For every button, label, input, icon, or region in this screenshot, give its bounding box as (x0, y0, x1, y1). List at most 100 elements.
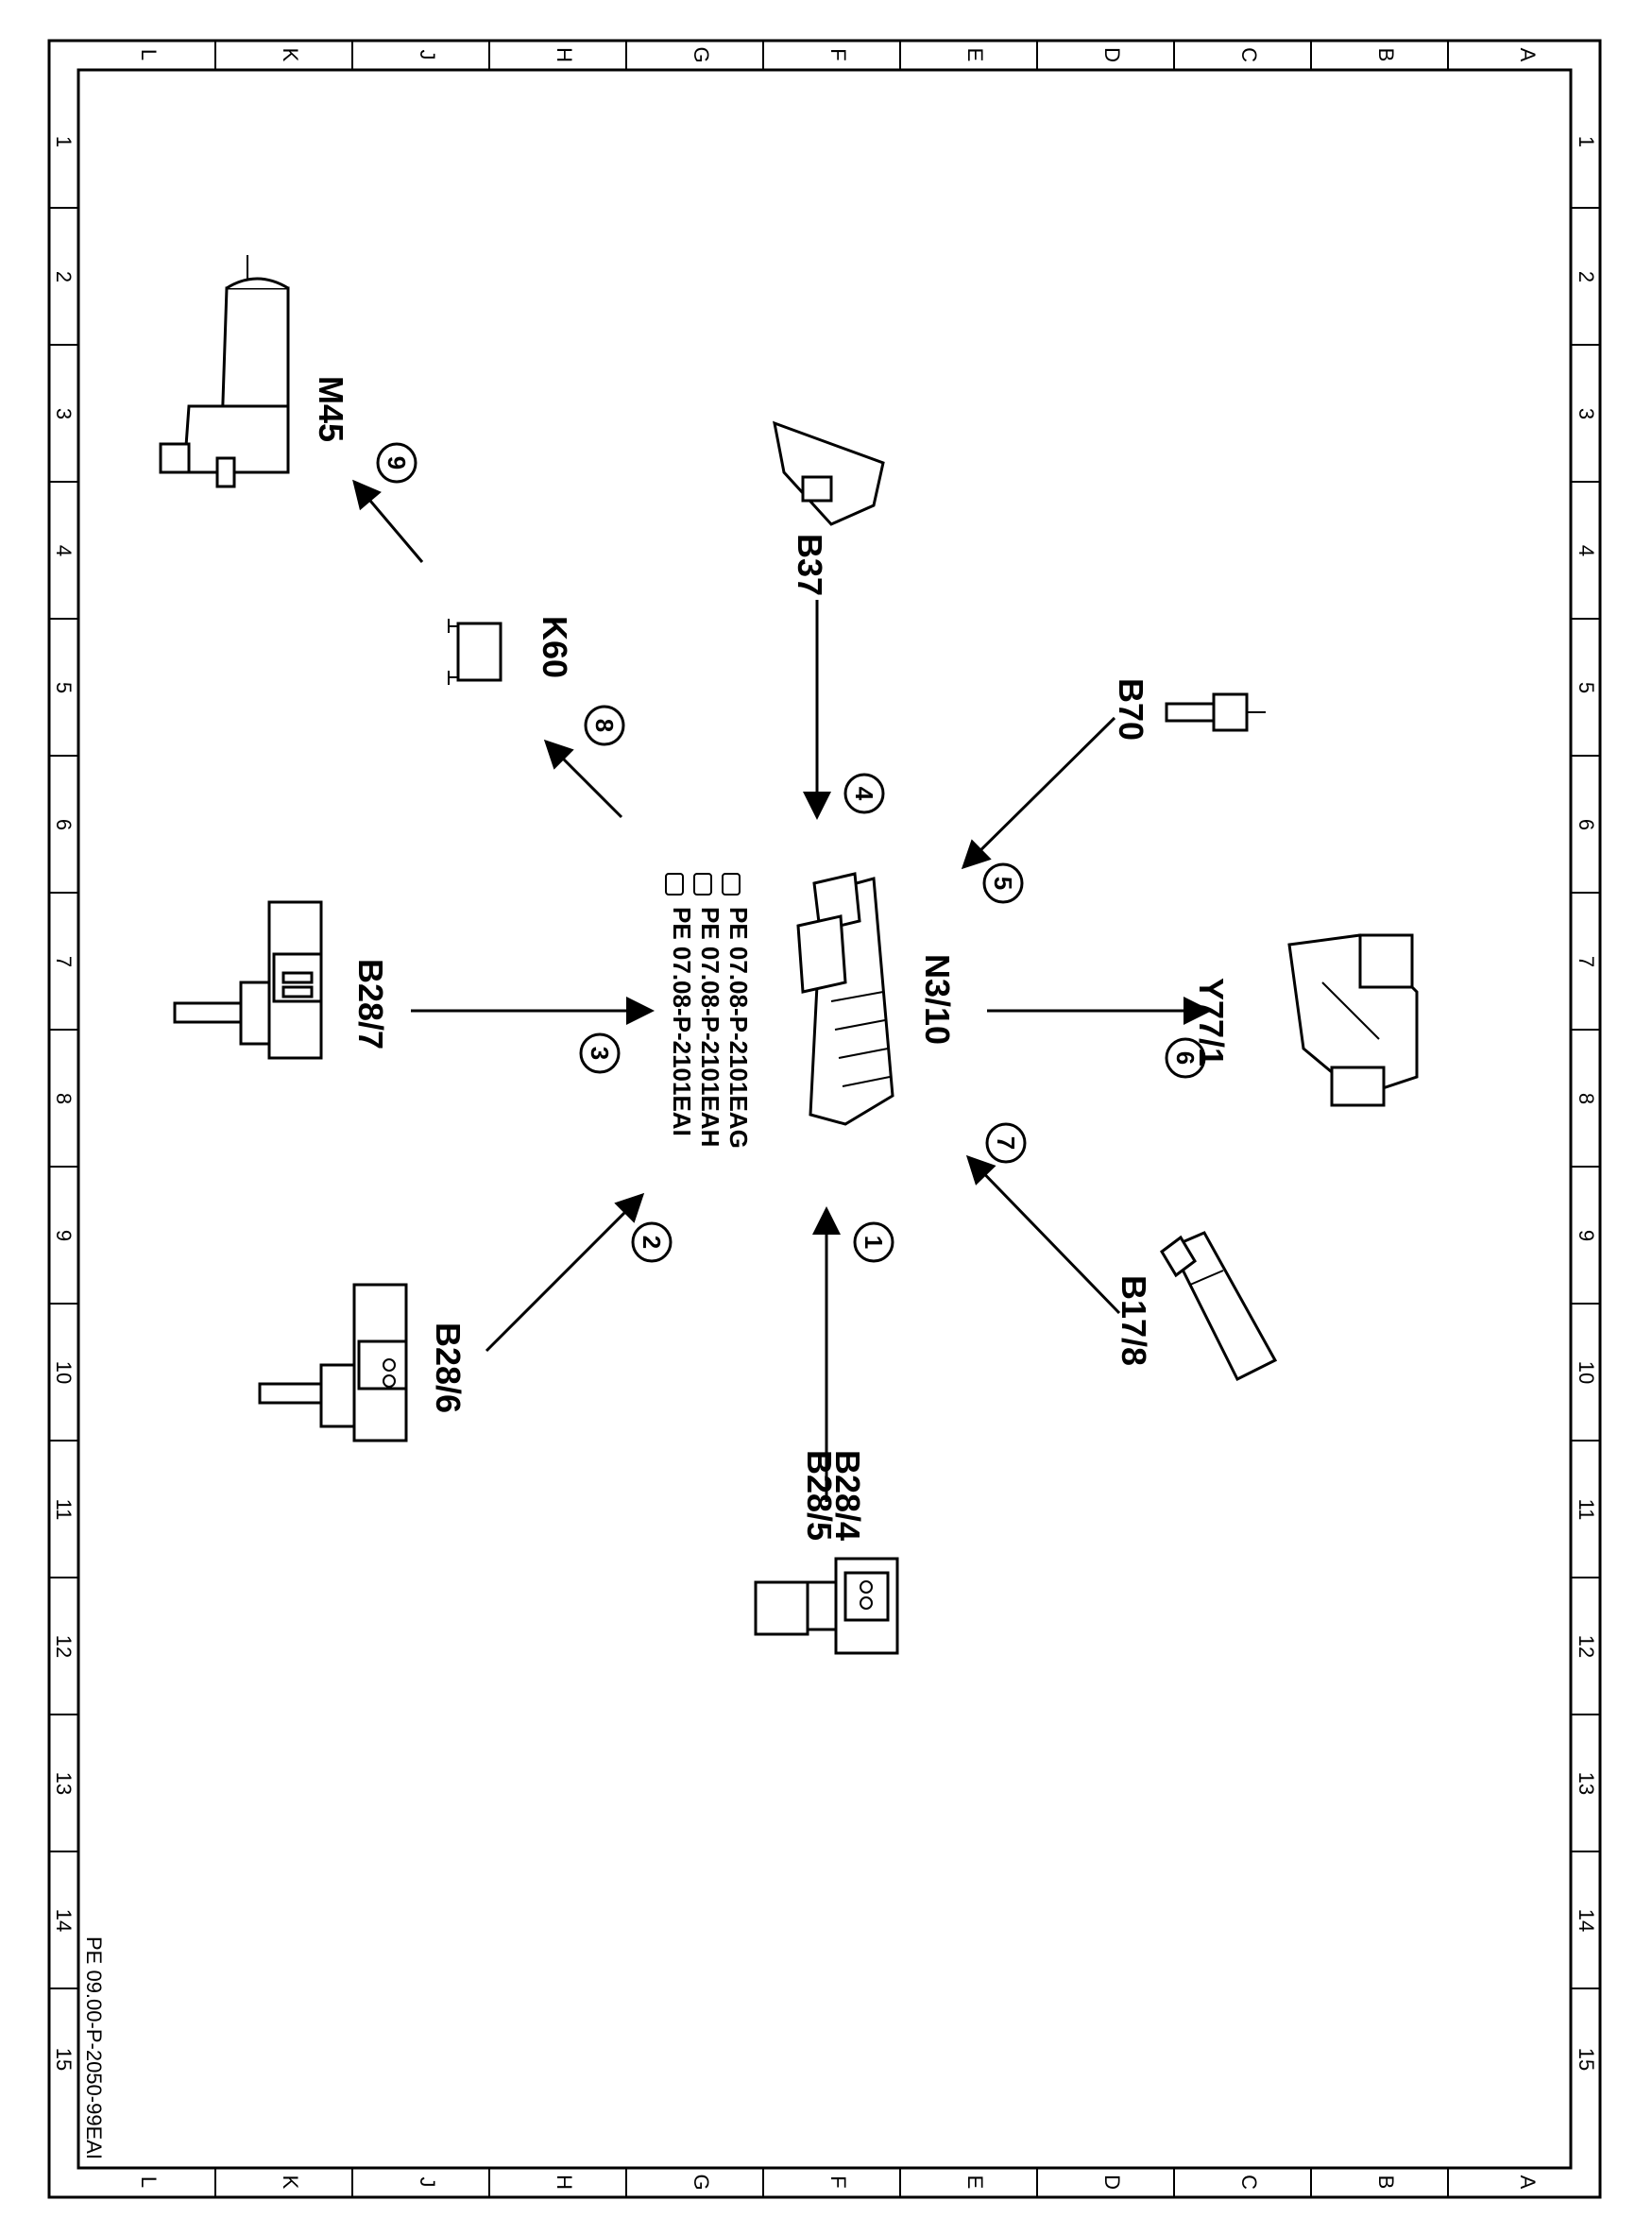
grid-number-left: 13 (52, 1772, 76, 1795)
label-b70: B70 (1112, 678, 1150, 741)
right-grid-dividers (1571, 207, 1600, 1989)
label-b28-4: B28/4 (828, 1450, 867, 1541)
grid-number-right: 11 (1575, 1499, 1598, 1521)
grid-letter-top: H (553, 47, 576, 62)
grid-number-left: 7 (52, 956, 76, 967)
grid-letter-top: C (1237, 47, 1261, 62)
grid-number-right: 6 (1575, 819, 1598, 830)
label-b28-7: B28/7 (351, 959, 390, 1049)
label-b28-6: B28/6 (429, 1322, 468, 1413)
grid-letter-top: F (826, 48, 850, 60)
grid-number-left: 15 (52, 2048, 76, 2071)
bottom-grid-dividers (214, 2168, 1449, 2197)
arrow-7 (965, 1154, 1121, 1315)
grid-number-right: 12 (1575, 1635, 1598, 1658)
grid-letter-bottom: L (137, 2176, 161, 2188)
callout-7: 7 (985, 1122, 1027, 1164)
grid-letter-bottom: D (1100, 2175, 1124, 2190)
arrow-5 (961, 716, 1116, 870)
grid-number-left: 1 (52, 136, 76, 147)
svg-text:1: 1 (860, 1236, 888, 1249)
grid-number-right: 5 (1575, 682, 1598, 693)
grid-letter-top: E (963, 48, 987, 62)
grid-number-left: 6 (52, 819, 76, 830)
pe-reference-1: PE 07.08-P-2101EAG (724, 907, 753, 1149)
label-y77-1: Y77/1 (1192, 978, 1231, 1066)
callout-1: 1 (853, 1221, 894, 1263)
grid-number-right: 7 (1575, 956, 1598, 967)
top-grid-dividers (214, 41, 1449, 70)
grid-number-right: 9 (1575, 1230, 1598, 1241)
grid-number-left: 3 (52, 408, 76, 419)
grid-number-right: 8 (1575, 1093, 1598, 1104)
grid-letter-bottom: K (279, 2175, 302, 2190)
inner-frame (77, 68, 1573, 2170)
grid-number-right: 4 (1575, 545, 1598, 556)
grid-number-left: 14 (52, 1909, 76, 1932)
label-b37: B37 (791, 534, 829, 596)
grid-number-right: 2 (1575, 271, 1598, 282)
ecu-n3-10-symbol (796, 872, 894, 1126)
callout-8: 8 (584, 705, 625, 746)
grid-letter-top: K (279, 48, 302, 62)
grid-letter-bottom: G (690, 2174, 713, 2190)
label-b28-5: B28/5 (800, 1450, 839, 1541)
grid-letter-top: J (416, 50, 439, 60)
svg-text:6: 6 (1171, 1051, 1200, 1065)
grid-number-right: 3 (1575, 408, 1598, 419)
grid-letter-top: A (1516, 48, 1540, 62)
grid-letter-bottom: C (1237, 2175, 1261, 2190)
drawing-reference: PE 09.00-P-2050-99EAI (82, 1936, 106, 2159)
grid-letter-bottom: J (416, 2177, 439, 2188)
arrow-9 (352, 479, 424, 563)
hand-pointer-icon (665, 873, 741, 896)
svg-text:5: 5 (989, 877, 1017, 890)
callout-6: 6 (1165, 1037, 1206, 1079)
grid-number-left: 10 (52, 1361, 76, 1384)
callout-4: 4 (843, 773, 885, 814)
grid-letter-bottom: B (1374, 2175, 1398, 2190)
svg-text:4: 4 (850, 787, 878, 801)
svg-text:9: 9 (383, 456, 411, 469)
grid-number-right: 10 (1575, 1361, 1598, 1384)
grid-number-right: 15 (1575, 2048, 1598, 2071)
label-k60: K60 (536, 616, 574, 678)
b28-4-b28-5-sensor-symbol (754, 1557, 899, 1655)
arrow-8 (543, 739, 623, 819)
b70-sensor-symbol (1165, 692, 1266, 732)
grid-letter-bottom: A (1516, 2175, 1540, 2190)
grid-number-left: 2 (52, 271, 76, 282)
callout-9: 9 (376, 442, 417, 484)
arrow-2 (485, 1192, 645, 1353)
pe-reference-3: PE 07.08-P-2101EAI (668, 907, 696, 1136)
k60-relay-symbol (448, 619, 502, 685)
b17-8-sensor-symbol (1160, 1231, 1278, 1382)
grid-number-left: 8 (52, 1093, 76, 1104)
grid-number-left: 11 (52, 1499, 76, 1521)
svg-text:7: 7 (992, 1136, 1020, 1150)
grid-letter-bottom: H (553, 2175, 576, 2190)
grid-number-left: 5 (52, 682, 76, 693)
b28-7-sensor-symbol (173, 900, 323, 1060)
pe-reference-2: PE 07.08-P-2101EAH (696, 907, 724, 1147)
callout-3: 3 (579, 1032, 621, 1074)
grid-letter-top: D (1100, 47, 1124, 62)
svg-text:3: 3 (586, 1047, 614, 1060)
label-b17-8: B17/8 (1115, 1275, 1153, 1366)
grid-number-right: 13 (1575, 1772, 1598, 1795)
svg-text:2: 2 (638, 1236, 666, 1249)
grid-number-right: 14 (1575, 1909, 1598, 1932)
m45-pump-symbol (159, 255, 290, 488)
b37-pedal-sensor-symbol (773, 420, 885, 526)
outer-frame (47, 39, 1602, 2199)
grid-letter-top: B (1374, 48, 1398, 62)
grid-number-left: 12 (52, 1635, 76, 1658)
grid-number-left: 4 (52, 545, 76, 556)
grid-letter-top: L (137, 49, 161, 60)
b28-6-sensor-symbol (258, 1283, 408, 1442)
label-m45: M45 (312, 376, 350, 442)
grid-number-right: 1 (1575, 136, 1598, 147)
callout-5: 5 (982, 862, 1024, 904)
grid-letter-top: G (690, 46, 713, 62)
